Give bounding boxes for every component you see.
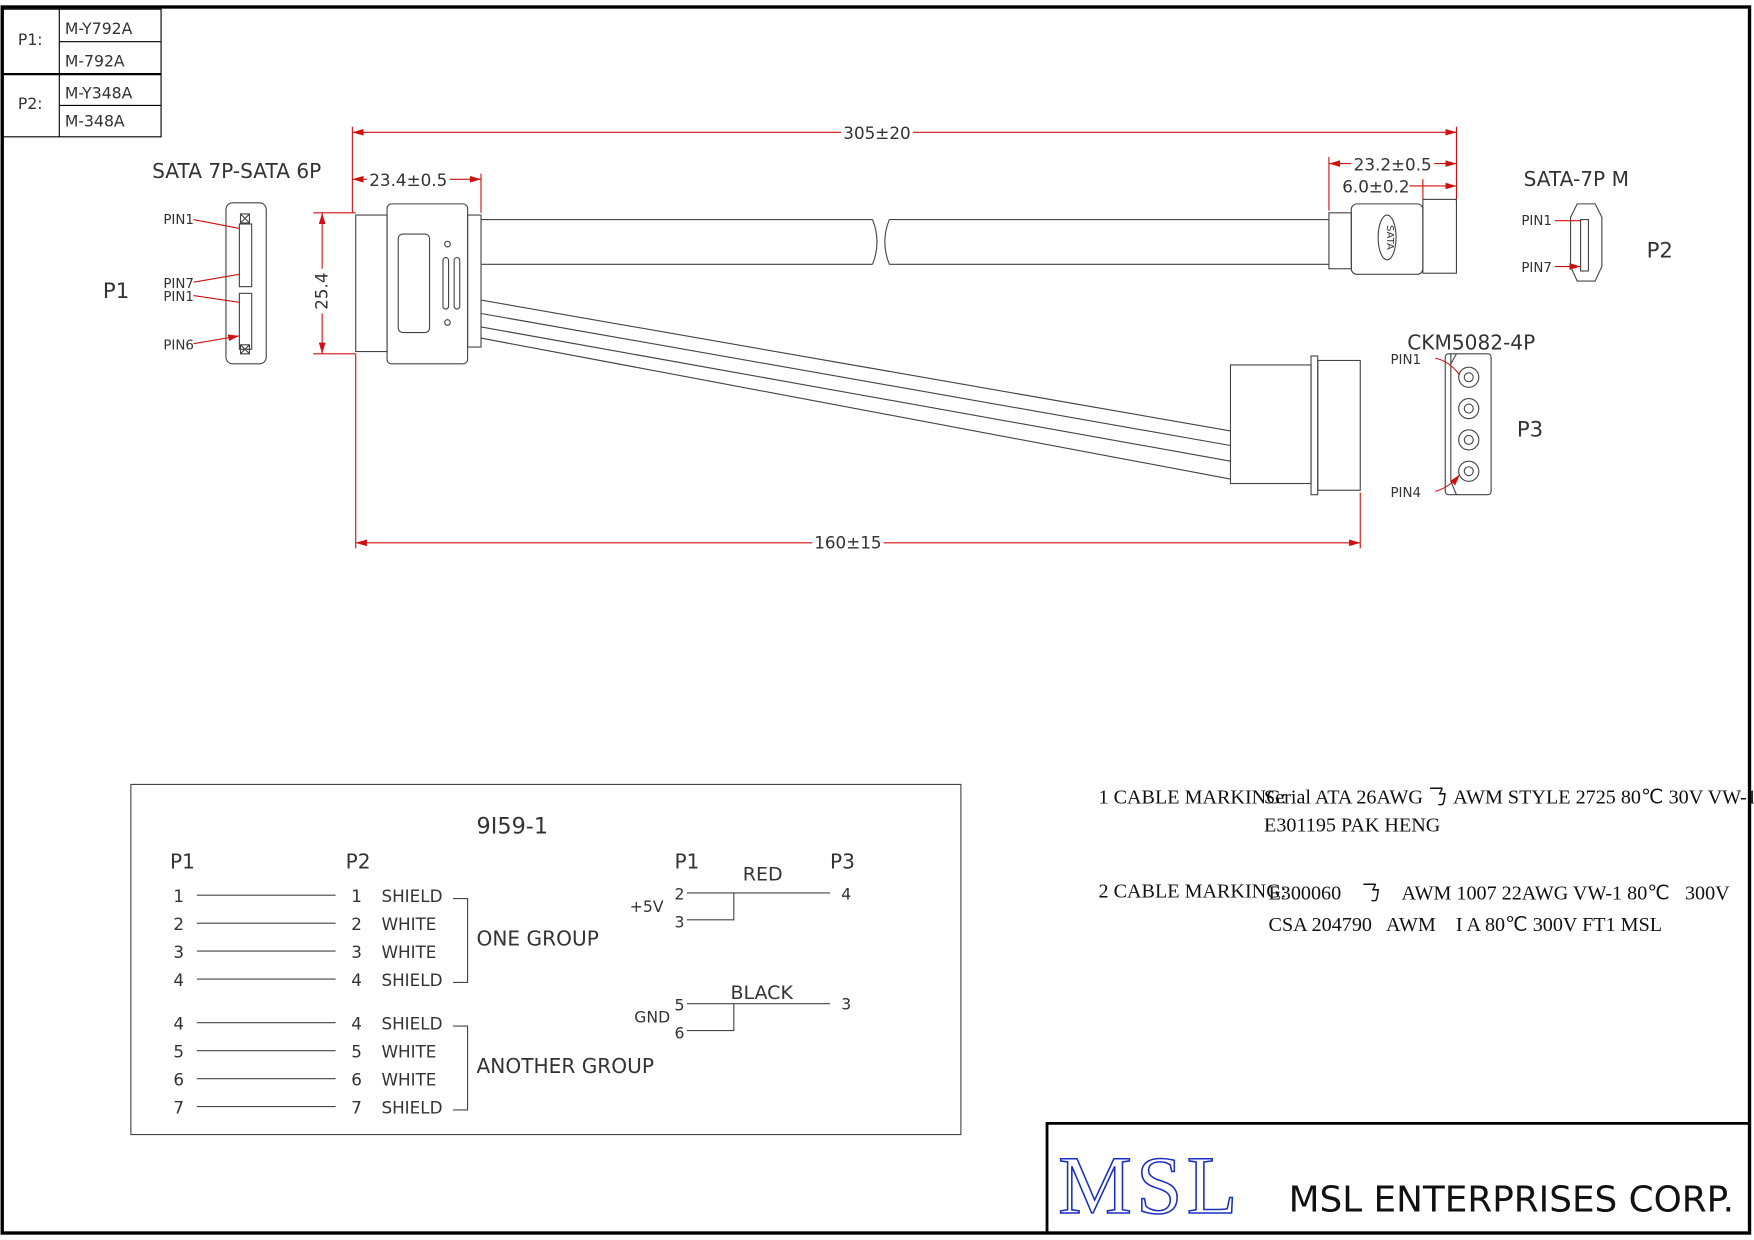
company-name: MSL ENTERPRISES CORP. [1289, 1180, 1734, 1221]
row-wire-color: WHITE [381, 1041, 436, 1061]
marking-2-line-2: CSA 204790 AWM I A 80℃ 300V FT1 MSL [1269, 914, 1663, 936]
row-p1-pin: 2 [173, 914, 184, 934]
p3-connector-face: CKM5082-4P P3 PIN1 PIN4 [1390, 330, 1543, 501]
p1-pin1-label: PIN1 [163, 213, 194, 228]
row-p1-pin: 7 [173, 1097, 184, 1117]
row-wire-color: SHIELD [381, 886, 442, 906]
dim-p1-length: 23.4±0.5 [369, 170, 447, 190]
header-p1: P1 [170, 849, 195, 873]
p1-part-1: M-Y792A [65, 19, 133, 38]
pin-number: 3 [675, 913, 685, 932]
dim-overall: 305±20 [843, 123, 910, 143]
p2-pin7-label: PIN7 [1521, 261, 1552, 276]
net-gnd-label: GND [634, 1008, 670, 1027]
row-wire-color: WHITE [381, 942, 436, 962]
marking-1-label: 1 CABLE MARKING: [1098, 786, 1286, 808]
pin-number: 2 [675, 885, 685, 904]
dim-p1-height: 25.4 [312, 272, 332, 309]
p1-label: P1 [103, 279, 129, 304]
p2-connector-face: SATA-7P M P2 PIN1 PIN7 [1521, 167, 1673, 282]
cable-assembly: SATA [355, 198, 1458, 496]
title-block: MSL MSL ENTERPRISES CORP. [1045, 1121, 1750, 1234]
row-p1-pin: 4 [173, 1013, 184, 1033]
p1-part-2: M-792A [65, 51, 125, 70]
row-p2-pin: 3 [351, 942, 362, 962]
p1-pin6-label: PIN6 [163, 338, 194, 353]
marking-1-line-2: E301195 PAK HENG [1264, 814, 1440, 836]
wire-red-label: RED [743, 864, 783, 886]
cable-markings: 1 CABLE MARKING: Serial ATA 26AWG 𠄎 AWM … [1098, 785, 1754, 936]
p3-pin1-label: PIN1 [1390, 353, 1421, 368]
row-wire-color: WHITE [381, 914, 436, 934]
p2-label: P2 [1647, 239, 1673, 264]
row-wire-color: SHIELD [381, 1013, 442, 1033]
row-p1-pin: 5 [173, 1041, 184, 1061]
p1-part-label: P1: [18, 30, 43, 49]
row-p2-pin: 1 [351, 886, 362, 906]
p2-pin1-label: PIN1 [1521, 214, 1552, 229]
p3-title: CKM5082-4P [1407, 330, 1535, 354]
row-p1-pin: 4 [173, 970, 184, 990]
p1-pin7-label: PIN7 [163, 277, 194, 292]
p2-title: SATA-7P M [1524, 167, 1629, 191]
p2-part-label: P2: [18, 94, 43, 113]
drawing-border [0, 5, 1752, 1235]
p1-title: SATA 7P-SATA 6P [152, 159, 321, 183]
dimensions: 305±20 23.4±0.5 25.4 23.2±0.5 6.0±0.2 16… [312, 123, 1457, 552]
net-5v-label: +5V [630, 897, 664, 916]
row-p2-pin: 7 [351, 1097, 362, 1117]
row-wire-color: SHIELD [381, 1097, 442, 1117]
header-power-p3: P3 [830, 849, 855, 873]
row-p2-pin: 4 [351, 970, 362, 990]
pin-number: 4 [841, 885, 851, 904]
p3-pin4-label: PIN4 [1390, 486, 1421, 501]
marking-2-label: 2 CABLE MARKING: [1098, 880, 1286, 902]
row-p2-pin: 2 [351, 914, 362, 934]
row-wire-color: SHIELD [381, 970, 442, 990]
dim-p3-branch: 160±15 [814, 532, 881, 552]
p3-label: P3 [1517, 418, 1543, 443]
p1-connector-face: SATA 7P-SATA 6P P1 PIN1 PIN7 PIN1 PIN6 [103, 159, 321, 365]
group-another-label: ANOTHER GROUP [477, 1054, 654, 1078]
dim-p2-length: 23.2±0.5 [1354, 154, 1432, 174]
row-p2-pin: 5 [351, 1041, 362, 1061]
marking-1-line-1: Serial ATA 26AWG 𠄎 AWM STYLE 2725 80℃ 30… [1264, 785, 1754, 808]
pin-number: 5 [675, 995, 685, 1014]
wire-black-label: BLACK [730, 982, 793, 1004]
wiring-title: 9I59-1 [477, 814, 549, 840]
p2-part-2: M-348A [65, 112, 125, 131]
pin-number: 3 [841, 994, 851, 1013]
row-p2-pin: 6 [351, 1069, 362, 1089]
group-one-label: ONE GROUP [477, 927, 599, 951]
row-p1-pin: 6 [173, 1069, 184, 1089]
p2-part-1: M-Y348A [65, 84, 133, 103]
row-p1-pin: 3 [173, 942, 184, 962]
msl-logo: MSL [1058, 1139, 1242, 1231]
row-wire-color: WHITE [381, 1069, 436, 1089]
header-p2: P2 [346, 849, 371, 873]
row-p2-pin: 4 [351, 1013, 362, 1033]
row-p1-pin: 1 [173, 886, 184, 906]
p1-pin1b-label: PIN1 [163, 290, 194, 305]
part-number-table: P1: M-Y792A M-792A P2: M-Y348A M-348A [2, 8, 162, 138]
pin-number: 6 [675, 1023, 685, 1042]
marking-2-line-1: E300060 𠄎 AWM 1007 22AWG VW-1 80℃ 300V [1269, 882, 1731, 905]
header-power-p1: P1 [675, 849, 700, 873]
dim-p2-tip: 6.0±0.2 [1342, 177, 1409, 197]
p2-body-mark: SATA [1384, 225, 1395, 250]
